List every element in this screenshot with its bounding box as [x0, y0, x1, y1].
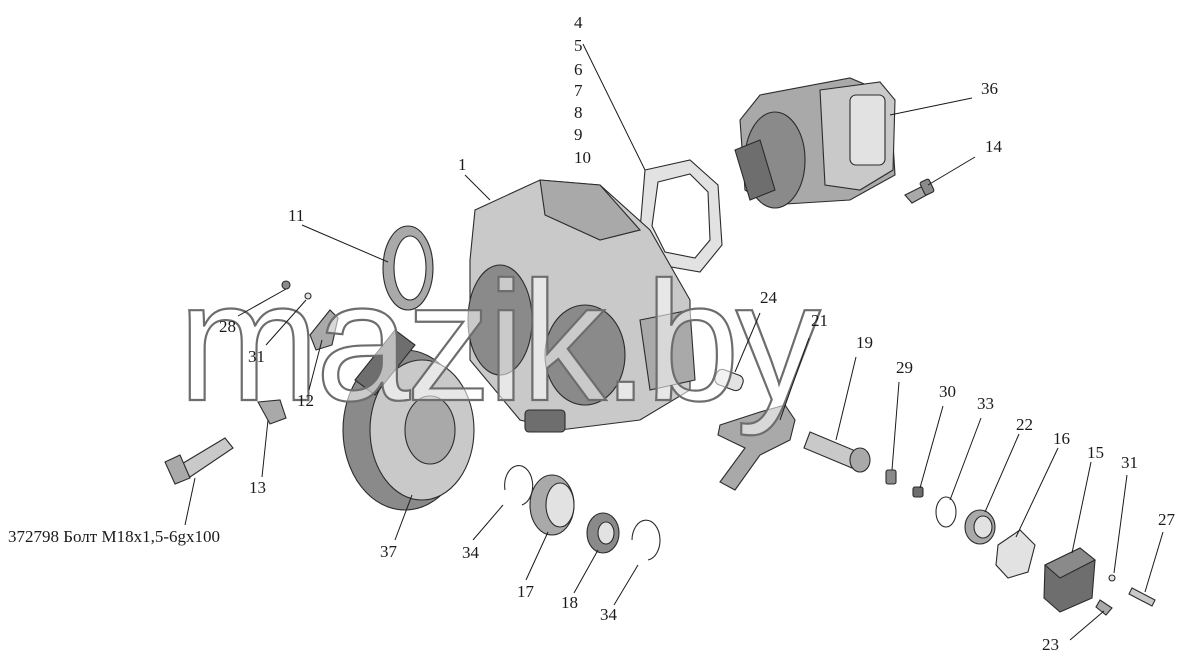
callout-18: 18: [561, 593, 578, 612]
part-36-pinion-housing: [734, 77, 896, 209]
part-18-gear: [586, 512, 620, 554]
part-13-lock-washer: [257, 399, 287, 425]
callout-31-right: 31: [1121, 453, 1138, 472]
callout-36: 36: [981, 79, 998, 98]
callout-5: 5: [574, 36, 583, 55]
callout-16: 16: [1053, 429, 1070, 448]
part-24-spring: [714, 368, 744, 392]
part-37-crown-wheel: [342, 329, 475, 511]
part-12-lock-plate: [309, 309, 339, 351]
callout-19: 19: [856, 333, 873, 352]
callout-11: 11: [288, 206, 304, 225]
callout-9: 9: [574, 125, 583, 144]
part-34-snap-ring-lower: [631, 519, 661, 561]
bolt-caption: 372798 Болт М18х1,5-6gх100: [8, 527, 220, 546]
callout-12: 12: [297, 391, 314, 410]
callout-30: 30: [939, 382, 956, 401]
part-16-gasket: [995, 529, 1036, 579]
part-19-shift-rod: [803, 431, 871, 473]
callout-37: 37: [380, 542, 398, 561]
part-23-bolt: [1095, 599, 1113, 616]
callout-28: 28: [219, 317, 236, 336]
callout-29: 29: [896, 358, 913, 377]
part-17-sleeve: [529, 474, 575, 536]
callout-27: 27: [1158, 510, 1176, 529]
callout-1: 1: [458, 155, 467, 174]
callout-23: 23: [1042, 635, 1059, 654]
part-14-bolt: [904, 178, 935, 204]
part-31-split-pin-right: [1108, 574, 1116, 582]
callout-7: 7: [574, 81, 583, 100]
callout-10: 10: [574, 148, 591, 167]
callout-4: 4: [574, 13, 583, 32]
part-22-bushing: [964, 509, 996, 545]
part-11-ring: [382, 225, 434, 311]
callout-15: 15: [1087, 443, 1104, 462]
part-34-snap-ring-upper: [504, 465, 534, 506]
callout-22: 22: [1016, 415, 1033, 434]
callout-33: 33: [977, 394, 994, 413]
part-4-10-gasket: [639, 159, 723, 273]
callout-labels: 4 5 6 7 8 9 10 1 11 36 14 28 31 12 13 24…: [8, 13, 1176, 654]
callout-24: 24: [760, 288, 778, 307]
callout-17: 17: [517, 582, 535, 601]
callout-13: 13: [249, 478, 266, 497]
callout-14: 14: [985, 137, 1003, 156]
part-30-nut: [912, 486, 924, 498]
callout-21: 21: [811, 311, 828, 330]
watermark: mazik.by: [178, 247, 821, 437]
part-372798-bolt: [164, 437, 234, 485]
part-31-split-pin-left: [304, 292, 312, 300]
part-1-housing: [467, 179, 696, 433]
part-33-seal-ring: [935, 496, 957, 528]
part-29-plug: [885, 469, 897, 485]
part-15-cover: [1043, 547, 1097, 613]
part-27-bolt: [1128, 587, 1156, 607]
callout-8: 8: [574, 103, 583, 122]
callout-6: 6: [574, 60, 583, 79]
callout-34-upper: 34: [462, 543, 480, 562]
callout-31-left: 31: [248, 347, 265, 366]
callout-34-lower: 34: [600, 605, 618, 624]
leader-lines: [184, 43, 1164, 641]
part-21-shift-fork: [717, 404, 796, 491]
